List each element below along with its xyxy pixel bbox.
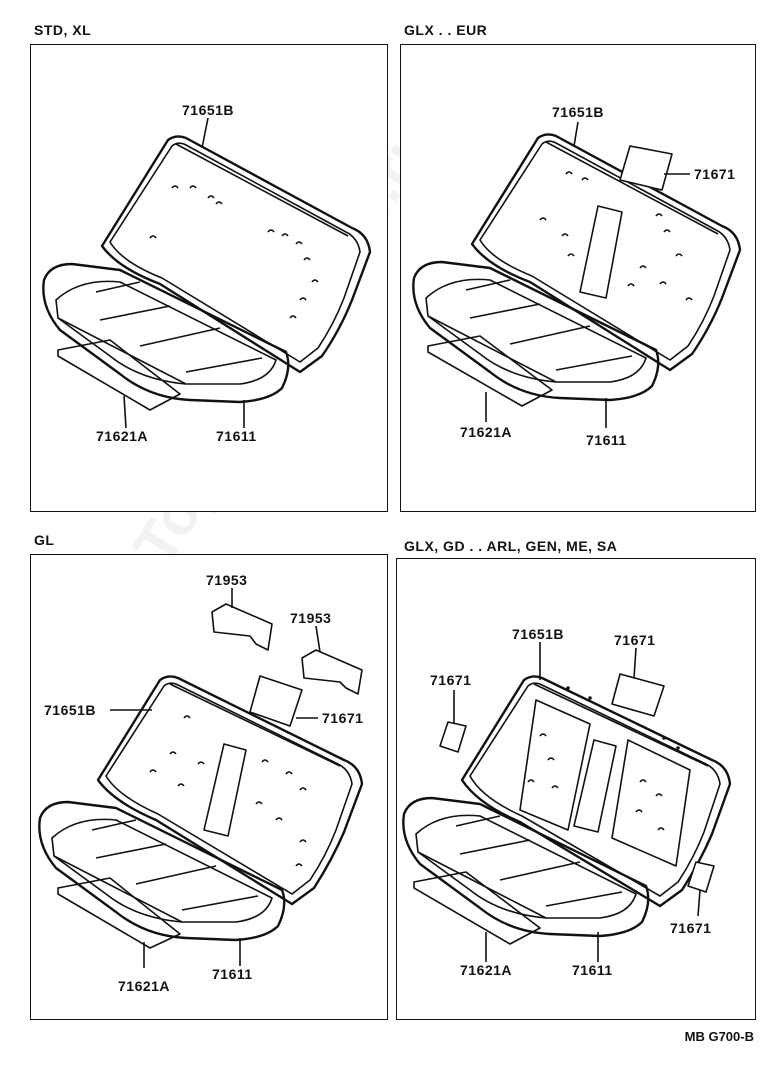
cushion-seam-3 <box>135 865 217 885</box>
cushion-seam-1 <box>455 815 501 827</box>
part-label-71651b: 71651B <box>552 104 605 120</box>
cushion-seam-2 <box>459 839 531 855</box>
part-label-71671: 71671 <box>322 710 364 726</box>
headrest-left <box>211 603 273 651</box>
leader-floor <box>123 395 127 429</box>
seatback-outline <box>470 133 742 372</box>
cover-71671-right <box>687 861 715 893</box>
cushion-seam-1 <box>95 281 141 293</box>
part-label-71621a: 71621A <box>118 978 171 994</box>
seatback-inner <box>469 682 721 897</box>
back-panel-left <box>519 699 591 831</box>
part-label-71651b: 71651B <box>512 626 565 642</box>
cover-71671-left <box>439 721 467 753</box>
armrest-slot <box>579 205 623 299</box>
cushion-front-seam <box>417 851 547 919</box>
back-holes <box>149 185 319 319</box>
cover-71671-top <box>611 673 665 717</box>
seatback-inner <box>479 140 731 361</box>
cushion-front-seam <box>427 315 557 383</box>
part-label-71611: 71611 <box>572 962 613 978</box>
cushion-seam-4 <box>555 355 633 371</box>
leader-back <box>573 121 579 147</box>
cover-71671 <box>249 675 303 727</box>
cushion-top <box>415 814 637 919</box>
part-label-71621a: 71621A <box>460 424 513 440</box>
cushion-seam-2 <box>99 305 171 321</box>
seat-gl <box>38 588 364 968</box>
cushion-seam-4 <box>185 357 263 373</box>
seatback-inner <box>109 142 361 363</box>
cushion-seam-2 <box>95 843 167 859</box>
cushion-outline <box>402 796 650 938</box>
seat-glx-gd <box>402 642 732 962</box>
panel-heading-std-xl: STD, XL <box>34 22 92 38</box>
cushion-seam-3 <box>499 861 581 881</box>
seatback-outline <box>96 675 364 906</box>
leader-back <box>201 117 209 149</box>
panel-std-xl <box>30 44 388 512</box>
leader-cover-right <box>697 889 701 917</box>
panel-heading-gl: GL <box>34 532 55 548</box>
seat-std-xl <box>42 117 372 429</box>
diagram-code: MB G700-B <box>684 1029 754 1044</box>
back-holes <box>527 686 680 831</box>
seatback-top-seam <box>175 143 349 237</box>
leader-cover-top <box>633 647 637 679</box>
floor-mat <box>413 871 541 945</box>
cushion-top <box>425 278 647 383</box>
part-label-71953-left: 71953 <box>206 572 248 588</box>
headrest-right <box>301 649 363 695</box>
part-label-71621a: 71621A <box>460 962 513 978</box>
seatback-top-seam <box>545 141 719 235</box>
part-label-71651b: 71651B <box>44 702 97 718</box>
part-label-71651b: 71651B <box>182 102 235 118</box>
back-holes <box>539 171 693 301</box>
seatback-top-seam <box>169 683 341 767</box>
seatback-outline <box>100 135 372 374</box>
cushion-outline <box>412 260 660 402</box>
panel-gl <box>30 554 388 1020</box>
cushion-outline <box>38 800 286 942</box>
cushion-seam-1 <box>91 819 137 831</box>
seat-glx-eur <box>412 121 742 428</box>
armrest-slot <box>203 743 247 837</box>
seatback-top-seam <box>533 683 709 767</box>
floor-mat <box>57 339 181 411</box>
cushion-top <box>51 818 273 923</box>
cushion-outline <box>42 262 290 404</box>
cushion-top <box>55 280 277 385</box>
part-label-71611: 71611 <box>586 432 627 448</box>
panel-heading-glx-gd: GLX, GD . . ARL, GEN, ME, SA <box>404 538 618 554</box>
cushion-seam-4 <box>181 895 259 911</box>
panel-heading-glx-eur: GLX . . EUR <box>404 22 488 38</box>
seatback-inner <box>105 682 353 895</box>
part-label-71671-right: 71671 <box>670 920 712 936</box>
armrest-slot <box>573 739 617 833</box>
part-label-71611: 71611 <box>212 966 253 982</box>
cushion-front-seam <box>53 855 183 923</box>
cushion-seam-2 <box>469 303 541 319</box>
cushion-front-seam <box>57 317 187 385</box>
back-panel-right <box>611 739 691 867</box>
part-label-71671: 71671 <box>694 166 736 182</box>
seatback-outline <box>460 675 732 908</box>
part-label-71621a: 71621A <box>96 428 149 444</box>
cushion-seam-3 <box>139 327 221 347</box>
part-label-71953-right: 71953 <box>290 610 332 626</box>
part-label-71671-top: 71671 <box>614 632 656 648</box>
back-holes <box>149 715 307 867</box>
part-label-71611: 71611 <box>216 428 257 444</box>
part-label-71671-left: 71671 <box>430 672 472 688</box>
cushion-seam-3 <box>509 325 591 345</box>
cushion-seam-1 <box>465 279 511 291</box>
leader-head-right <box>315 625 321 653</box>
cover-71671 <box>619 145 673 191</box>
cushion-seam-4 <box>545 891 623 907</box>
